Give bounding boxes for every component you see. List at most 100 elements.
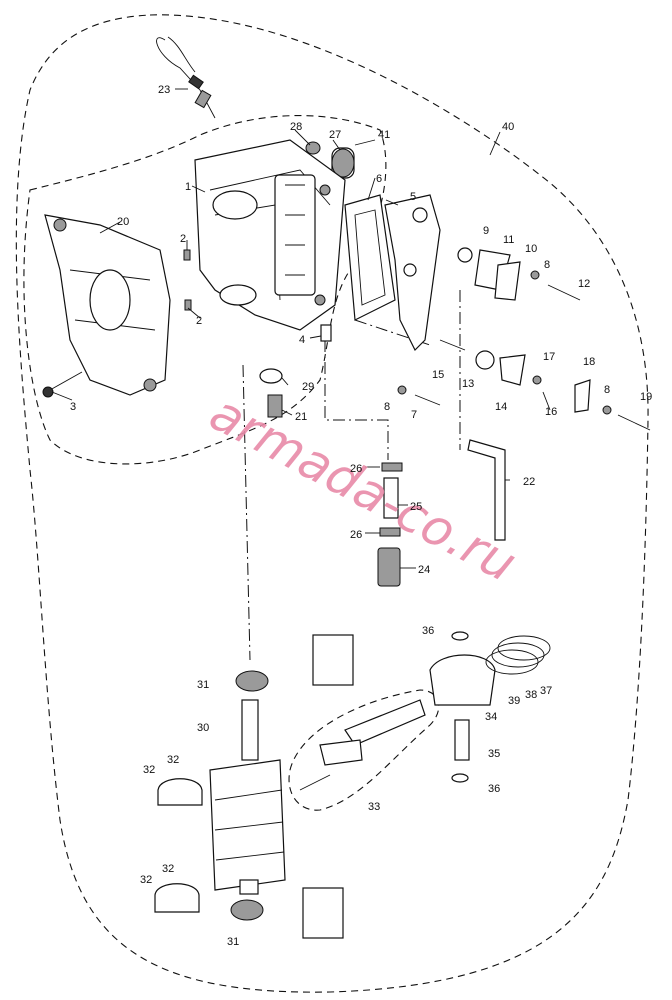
cam-part-14 bbox=[499, 354, 526, 386]
callout-17: 17 bbox=[543, 351, 555, 363]
callout-15: 15 bbox=[432, 369, 444, 381]
washer-part-17 bbox=[532, 375, 542, 385]
ring-part-38 bbox=[491, 642, 545, 668]
link-part-18 bbox=[574, 379, 591, 413]
washer-part-9 bbox=[457, 247, 473, 263]
callout-27: 27 bbox=[329, 129, 341, 141]
callout-3: 3 bbox=[70, 401, 76, 413]
callout-30: 30 bbox=[197, 722, 209, 734]
clamp-part-26-lower bbox=[379, 527, 401, 537]
callout-22: 22 bbox=[523, 476, 535, 488]
leader-lines bbox=[51, 88, 510, 569]
o-ring-part-29 bbox=[259, 368, 283, 384]
callout-36-upper: 36 bbox=[422, 625, 434, 637]
clamp-part-26-upper bbox=[381, 462, 403, 472]
watermark-text: armada-co.ru bbox=[201, 384, 526, 594]
callout-23: 23 bbox=[158, 84, 170, 96]
dowel-pin-lower bbox=[184, 299, 192, 311]
crankshaft-part-30 bbox=[209, 699, 286, 895]
fitting-part-21 bbox=[267, 394, 283, 418]
conrod-part-33 bbox=[299, 699, 426, 791]
bolt-part-19 bbox=[617, 414, 651, 431]
callout-14: 14 bbox=[495, 401, 507, 413]
callout-32-c: 32 bbox=[140, 874, 152, 886]
callout-19: 19 bbox=[640, 391, 652, 403]
ring-part-37 bbox=[497, 635, 551, 661]
callout-16: 16 bbox=[545, 406, 557, 418]
callout-40: 40 bbox=[502, 121, 514, 133]
callout-2-lower: 2 bbox=[196, 315, 202, 327]
callout-32-a: 32 bbox=[143, 764, 155, 776]
oil-seal-part-31-lower bbox=[230, 899, 264, 921]
oil-seal-part-31-upper bbox=[235, 670, 269, 692]
piston-part-34 bbox=[429, 654, 496, 706]
clip-part-36-upper bbox=[451, 631, 469, 641]
washer-part-8-upper bbox=[530, 270, 540, 280]
roller-part-13 bbox=[475, 350, 495, 370]
callout-10: 10 bbox=[525, 243, 537, 255]
crank-axis-line bbox=[242, 364, 251, 661]
bushing-part-27 bbox=[331, 147, 355, 179]
callout-29: 29 bbox=[302, 381, 314, 393]
washer-part-8-right bbox=[602, 405, 612, 415]
filter-part-24 bbox=[377, 547, 401, 587]
callout-38: 38 bbox=[525, 689, 537, 701]
crankcase-block-part bbox=[194, 139, 346, 331]
callout-4: 4 bbox=[299, 334, 305, 346]
callout-7: 7 bbox=[411, 409, 417, 421]
callout-37: 37 bbox=[540, 685, 552, 697]
callout-13: 13 bbox=[462, 378, 474, 390]
callout-33: 33 bbox=[368, 801, 380, 813]
valve-axis-line bbox=[354, 319, 431, 346]
callout-41: 41 bbox=[378, 129, 390, 141]
bolt-part-7 bbox=[414, 394, 441, 406]
callout-21: 21 bbox=[295, 411, 307, 423]
ring-part-39 bbox=[485, 649, 539, 675]
callout-31-lower: 31 bbox=[227, 936, 239, 948]
callout-11: 11 bbox=[503, 234, 514, 246]
callout-31-upper: 31 bbox=[197, 679, 209, 691]
cover-plate-part-5 bbox=[384, 194, 441, 352]
assembly-boundary-40 bbox=[15, 14, 649, 993]
callout-32-b: 32 bbox=[167, 754, 179, 766]
callout-28: 28 bbox=[290, 121, 302, 133]
callout-8-upper: 8 bbox=[544, 259, 550, 271]
callout-6: 6 bbox=[376, 173, 382, 185]
seal-detail-lower bbox=[302, 887, 344, 939]
callout-5: 5 bbox=[410, 191, 416, 203]
bearing-part-32-upper bbox=[157, 778, 203, 806]
callout-2-upper: 2 bbox=[180, 233, 186, 245]
bolt-part-3 bbox=[42, 371, 83, 398]
clip-part-36-lower bbox=[451, 773, 469, 783]
conrod-group-boundary-33 bbox=[288, 689, 440, 811]
callout-labels: 1 2 2 3 4 5 6 7 8 8 8 9 10 11 12 13 14 1… bbox=[70, 84, 652, 948]
dipstick-part bbox=[156, 36, 216, 119]
callout-8-right: 8 bbox=[604, 384, 610, 396]
callout-35: 35 bbox=[488, 748, 500, 760]
callout-36-lower: 36 bbox=[488, 783, 500, 795]
seal-detail-upper bbox=[312, 634, 354, 686]
callout-9: 9 bbox=[483, 225, 489, 237]
crankcase-half-part bbox=[44, 214, 171, 396]
plug-part-28 bbox=[305, 141, 321, 155]
filter-axis-line bbox=[324, 340, 389, 460]
dowel-pin-upper bbox=[183, 249, 191, 261]
bushing-part-4 bbox=[320, 324, 332, 342]
callout-18: 18 bbox=[583, 356, 595, 368]
hose-part-25 bbox=[383, 477, 399, 519]
bolt-part-12 bbox=[547, 284, 581, 301]
screw-part-16 bbox=[542, 391, 551, 411]
bracket-part-10 bbox=[494, 261, 521, 301]
callout-32-d: 32 bbox=[162, 863, 174, 875]
callout-39: 39 bbox=[508, 695, 520, 707]
callout-25: 25 bbox=[410, 501, 422, 513]
callout-34: 34 bbox=[485, 711, 497, 723]
callout-1: 1 bbox=[185, 181, 191, 193]
bearing-part-32-lower bbox=[154, 883, 200, 913]
shaft-part-15 bbox=[439, 339, 466, 351]
callout-24: 24 bbox=[418, 564, 430, 576]
tube-part-22 bbox=[467, 439, 506, 541]
callout-20: 20 bbox=[117, 216, 129, 228]
washer-part-8-lower bbox=[397, 385, 407, 395]
